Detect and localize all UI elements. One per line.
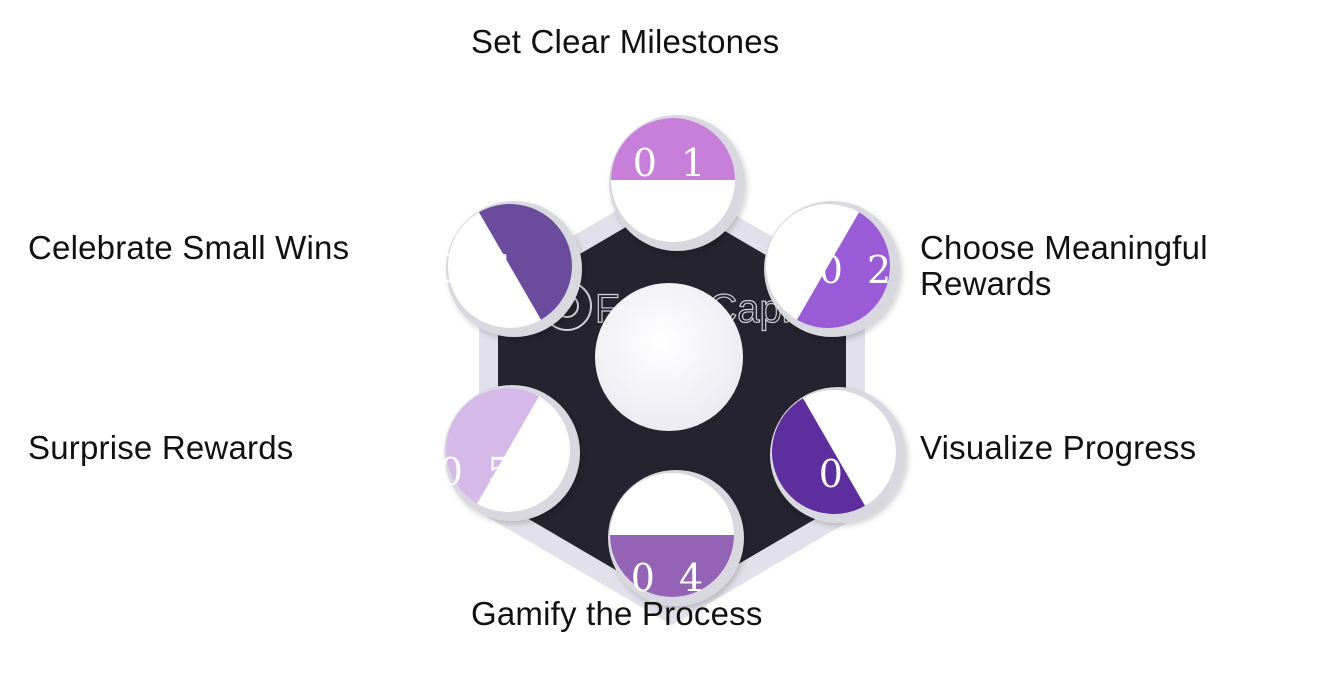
step-node-color-segment — [479, 203, 573, 320]
step-number-02: 0 2 — [819, 248, 897, 292]
step-node-06 — [446, 201, 582, 337]
step-node-color-segment — [445, 387, 539, 504]
step-label-choose-meaningful-rewards: Choose Meaningful Rewards — [920, 229, 1208, 302]
step-node-color-segment — [610, 535, 734, 597]
step-nodes: 0 1 0 2 0 3 0 4 0 5 0 6 — [438, 115, 906, 606]
step-label-visualize-progress: Visualize Progress — [920, 429, 1197, 466]
step-number-05: 0 5 — [439, 450, 517, 494]
step-label-set-clear-milestones: Set Clear Milestones — [471, 23, 780, 60]
step-node-color-segment — [797, 212, 891, 329]
step-number-01: 0 1 — [633, 141, 711, 185]
step-node-04 — [608, 470, 744, 606]
step-node-03 — [770, 387, 906, 523]
step-label-surprise-rewards: Surprise Rewards — [28, 429, 294, 466]
step-node-02 — [764, 201, 900, 337]
step-node-05 — [444, 385, 580, 521]
center-circle — [595, 283, 743, 431]
step-node-01 — [609, 115, 745, 251]
step-node-color-segment — [771, 398, 865, 515]
step-number-06: 0 6 — [438, 247, 516, 291]
step-label-celebrate-small-wins: Celebrate Small Wins — [28, 229, 350, 266]
step-node-color-segment — [611, 118, 735, 180]
step-label-gamify-the-process: Gamify the Process — [471, 595, 763, 632]
step-number-04: 0 4 — [631, 556, 709, 600]
step-number-03: 0 3 — [819, 452, 897, 496]
